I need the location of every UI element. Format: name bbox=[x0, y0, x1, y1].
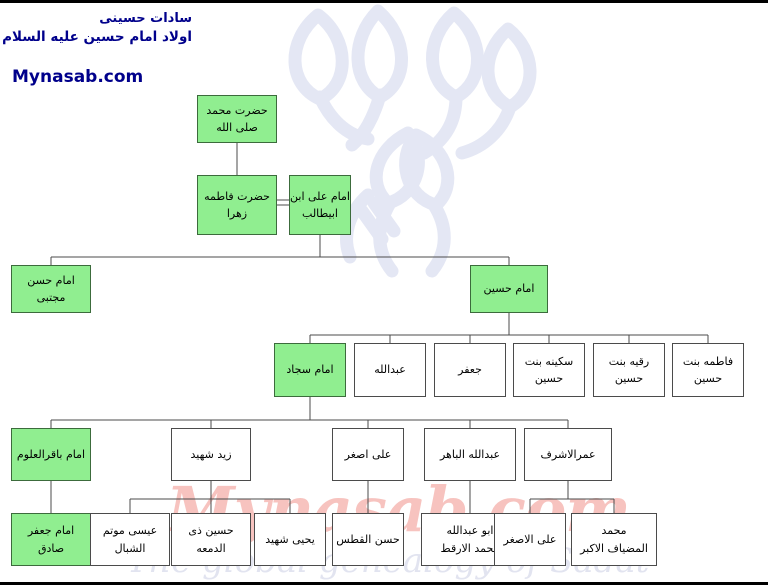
node-muhammad[interactable]: حضرت محمد صلی الله bbox=[197, 95, 277, 143]
node-line: حسین bbox=[534, 372, 564, 385]
node-line: محمد الارقط bbox=[440, 541, 500, 555]
node-line: عیسی موتم bbox=[102, 524, 158, 538]
node-fatima-bint-hussein[interactable]: فاطمه بنت حسین bbox=[672, 343, 744, 397]
node-ali[interactable]: امام علی ابن ابیطالب bbox=[289, 175, 351, 235]
node-isa[interactable]: عیسی موتم الشبال bbox=[90, 513, 170, 566]
node-line: الدمعه bbox=[196, 541, 226, 555]
node-line: امام باقرالعلوم bbox=[16, 447, 86, 461]
node-line: امام حسین bbox=[483, 282, 535, 296]
node-line: فاطمه بنت bbox=[682, 354, 734, 368]
node-line: علی اصغر bbox=[344, 447, 392, 461]
node-line: امام جعفر bbox=[27, 524, 75, 538]
node-line: صلی الله bbox=[216, 121, 258, 134]
node-abdullah-bahir[interactable]: عبدالله الباهر bbox=[424, 428, 516, 481]
node-ali-asghar[interactable]: علی اصغر bbox=[332, 428, 404, 481]
node-line: عمرالاشرف bbox=[540, 447, 596, 461]
node-line: حضرت فاطمه bbox=[204, 189, 270, 203]
node-line: مجتبی bbox=[36, 291, 66, 304]
node-line: یحیی شهید bbox=[265, 532, 315, 546]
node-yahya[interactable]: یحیی شهید bbox=[254, 513, 326, 566]
node-sakina[interactable]: سکینه بنت حسین bbox=[513, 343, 585, 397]
node-line: ابیطالب bbox=[302, 207, 338, 220]
node-line: المضیاف الاکبر bbox=[580, 541, 648, 555]
tree-plant-logo-watermark bbox=[288, 4, 537, 278]
node-line: امام سجاد bbox=[286, 363, 334, 377]
node-ruqayya[interactable]: رقیه بنت حسین bbox=[593, 343, 665, 397]
node-line: علی الاصغر bbox=[503, 532, 557, 546]
node-line: سکینه بنت bbox=[524, 354, 574, 368]
node-line: حسین bbox=[693, 372, 723, 385]
node-line: ابو عبدالله bbox=[446, 524, 494, 538]
node-sajjad[interactable]: امام سجاد bbox=[274, 343, 346, 397]
page-subtitle: اولاد امام حسین علیه السلام bbox=[2, 29, 192, 45]
node-line: جعفر bbox=[458, 363, 482, 377]
node-hussein[interactable]: امام حسین bbox=[470, 265, 548, 313]
node-line: الشبال bbox=[114, 541, 146, 555]
node-line: عبدالله الباهر bbox=[439, 447, 501, 461]
node-line: زید شهید bbox=[190, 447, 232, 461]
node-sadiq[interactable]: امام جعفر صادق bbox=[11, 513, 91, 566]
node-line: صادق bbox=[37, 541, 65, 555]
node-line: حسین ذی bbox=[188, 524, 234, 538]
node-line: عبدالله bbox=[374, 363, 406, 377]
node-line: رقیه بنت bbox=[608, 354, 650, 368]
node-hussein-dhi-dima[interactable]: حسین ذی الدمعه bbox=[171, 513, 251, 566]
node-ali-asghar-2[interactable]: علی الاصغر bbox=[494, 513, 566, 566]
brand-label: Mynasab.com bbox=[12, 67, 144, 87]
node-fatima[interactable]: حضرت فاطمه زهرا bbox=[197, 175, 277, 235]
page-title: سادات حسینی bbox=[99, 11, 192, 26]
node-zaid[interactable]: زید شهید bbox=[171, 428, 251, 481]
node-line: حضرت محمد bbox=[206, 103, 268, 117]
connector-lines bbox=[50, 143, 709, 513]
node-line: زهرا bbox=[226, 207, 248, 220]
node-line: محمد bbox=[601, 524, 627, 538]
node-line: امام علی ابن bbox=[290, 189, 350, 203]
node-line: امام حسن bbox=[27, 273, 75, 287]
node-hasan-qats[interactable]: حسن القطس bbox=[332, 513, 404, 566]
node-abdullah[interactable]: عبدالله bbox=[354, 343, 426, 397]
node-jafar[interactable]: جعفر bbox=[434, 343, 506, 397]
node-line: حسین bbox=[614, 372, 644, 385]
node-baqir[interactable]: امام باقرالعلوم bbox=[11, 428, 91, 481]
node-muhammad-midhyaf[interactable]: محمد المضیاف الاکبر bbox=[571, 513, 657, 566]
node-line: حسن القطس bbox=[336, 532, 400, 546]
node-hasan[interactable]: امام حسن مجتبی bbox=[11, 265, 91, 313]
node-umar-ashraf[interactable]: عمرالاشرف bbox=[524, 428, 612, 481]
